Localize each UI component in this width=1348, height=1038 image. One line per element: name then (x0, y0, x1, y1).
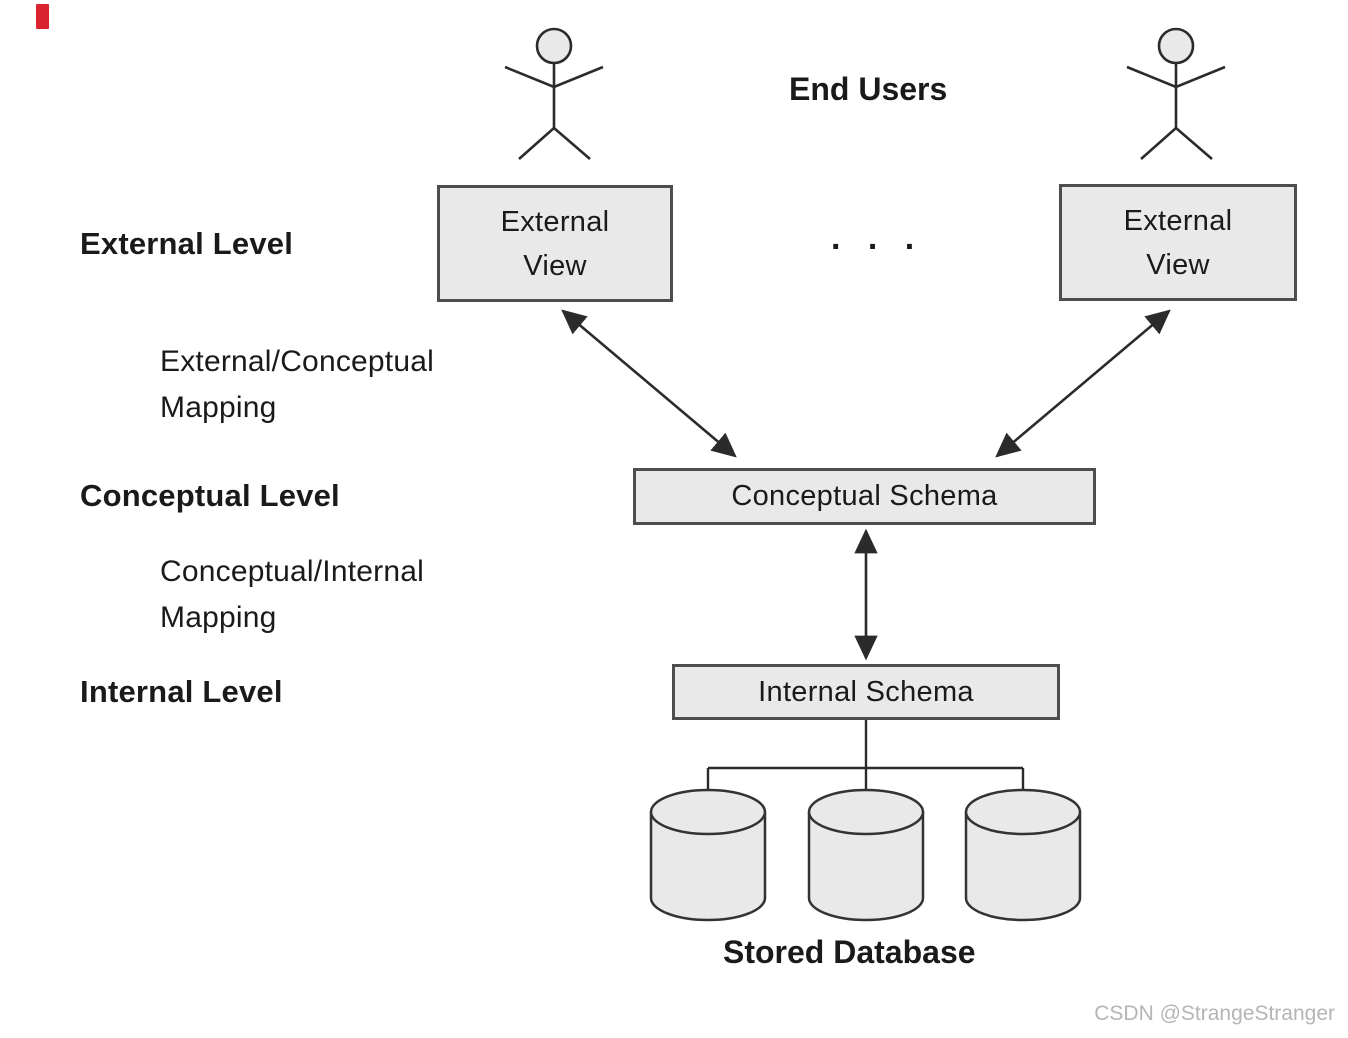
external-level-label: External Level (80, 226, 294, 261)
external-view-left-line1: External (500, 205, 610, 238)
end-users-label: End Users (789, 71, 948, 107)
ellipsis: . . . (831, 219, 924, 257)
database-cylinder-right (964, 788, 1082, 922)
conceptual-schema-label: Conceptual Schema (731, 480, 998, 512)
conceptual-internal-mapping-line2: Mapping (160, 601, 277, 634)
stick-figure-right-icon (1126, 27, 1226, 160)
external-view-right-line2: View (1146, 248, 1210, 281)
conceptual-internal-mapping-line1: Conceptual/Internal (160, 555, 424, 588)
database-connector-lines (706, 720, 1025, 796)
stick-figure-left-icon (504, 27, 604, 160)
external-view-box-right: External View (1059, 184, 1297, 301)
csdn-watermark: CSDN @StrangeStranger (1094, 1002, 1335, 1025)
left-mapping-arrow (561, 309, 737, 458)
conceptual-schema-box: Conceptual Schema (633, 468, 1096, 525)
database-cylinder-left (649, 788, 767, 922)
external-view-right-line1: External (1123, 204, 1233, 237)
internal-level-label: Internal Level (80, 674, 283, 709)
database-cylinder-middle (807, 788, 925, 922)
stored-database-label: Stored Database (723, 934, 976, 970)
external-conceptual-mapping-line1: External/Conceptual (160, 345, 434, 378)
red-accent-bar (36, 4, 49, 29)
conceptual-level-label: Conceptual Level (80, 478, 340, 513)
conceptual-internal-mapping-label: Conceptual/Internal Mapping (160, 549, 424, 641)
external-conceptual-mapping-line2: Mapping (160, 391, 277, 424)
internal-schema-box: Internal Schema (672, 664, 1060, 720)
external-view-left-line2: View (523, 249, 587, 282)
external-view-box-left: External View (437, 185, 673, 302)
external-conceptual-mapping-label: External/Conceptual Mapping (160, 339, 434, 431)
right-mapping-arrow (995, 309, 1171, 458)
internal-schema-label: Internal Schema (758, 675, 974, 708)
